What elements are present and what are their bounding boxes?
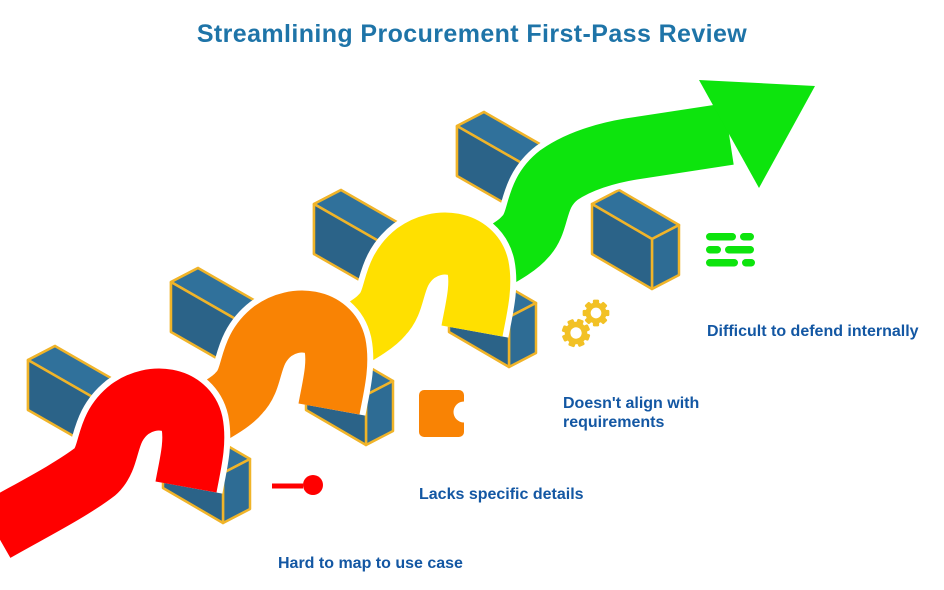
ribbon-step-1 — [0, 400, 193, 531]
gears-icon — [558, 300, 610, 352]
pin-icon — [272, 475, 323, 495]
label-hard-to-map: Hard to map to use case — [278, 555, 463, 572]
page-title: Streamlining Procurement First-Pass Revi… — [196, 20, 748, 48]
label-lacks-details: Lacks specific details — [419, 486, 584, 503]
label-doesnt-align: Doesn't align with requirements — [563, 395, 700, 431]
label-difficult-defend: Difficult to defend internally — [707, 323, 919, 340]
puzzle-piece-icon — [419, 390, 475, 437]
list-lines-icon — [706, 233, 755, 267]
